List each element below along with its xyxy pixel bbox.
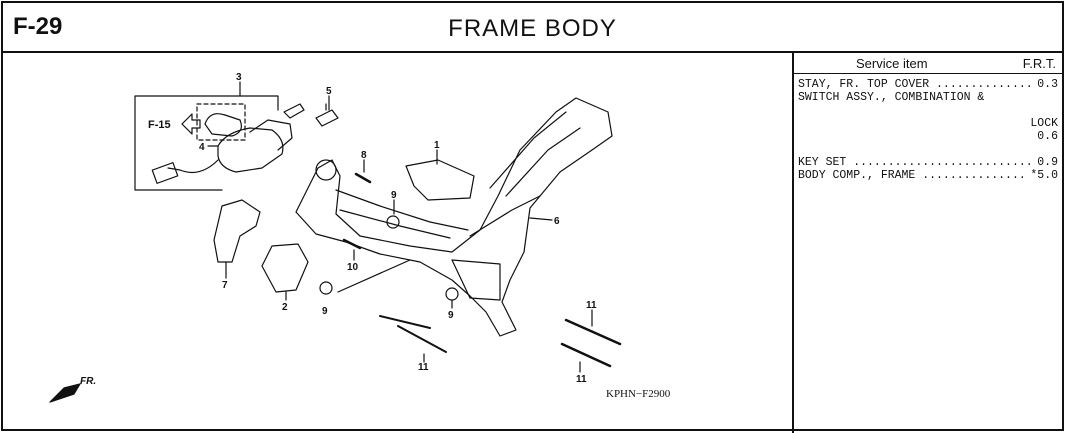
header-bar: F-29 FRAME BODY [3, 3, 1062, 53]
part-label: 11 [576, 374, 587, 385]
service-row: KEY SET 0.9 [798, 156, 1058, 169]
key-set [315, 103, 339, 127]
service-desc: KEY SET [798, 156, 1033, 169]
frame-cover [405, 159, 475, 201]
bolt-11 [379, 315, 447, 353]
part-label: 6 [554, 216, 560, 227]
part-label: 9 [391, 190, 397, 201]
arrow-ref-icon [181, 113, 201, 135]
service-row: STAY, FR. TOP COVER 0.3 [798, 78, 1058, 91]
part-label: 4 [199, 142, 205, 153]
page-title: FRAME BODY [448, 15, 617, 42]
bolt-8 [354, 172, 372, 184]
col-frt: F.R.T. [1022, 56, 1056, 71]
part-label: 11 [586, 300, 597, 311]
frame-bracket [451, 259, 501, 301]
bolt-11 [564, 318, 622, 346]
combination-switch [217, 127, 284, 173]
col-service-item: Service item [856, 56, 928, 71]
service-rows: STAY, FR. TOP COVER 0.3 SWITCH ASSY., CO… [794, 74, 1064, 182]
part-label: 5 [326, 86, 332, 97]
connector [151, 162, 179, 184]
service-frt: 0.9 [1037, 156, 1058, 169]
figure-code: KPHN−F2900 [606, 388, 671, 400]
frame-tubes [469, 111, 581, 237]
frame-pad [261, 243, 309, 293]
bolt-11 [560, 342, 612, 368]
section-code: F-29 [13, 13, 63, 40]
service-desc: BODY COMP., FRAME [798, 169, 1026, 182]
service-desc: STAY, FR. TOP COVER [798, 78, 1033, 91]
nut-9 [386, 215, 400, 229]
part-label: 2 [282, 302, 288, 313]
head-pipe [315, 159, 337, 181]
ref-label: F-15 [148, 119, 171, 131]
service-frt: 0.6 [1037, 130, 1058, 143]
part-label: 1 [434, 140, 440, 151]
leader-line [337, 259, 411, 293]
front-label: FR. [80, 376, 96, 387]
part-label: 11 [418, 362, 429, 373]
service-row: LOCK 0.6 [798, 104, 1058, 156]
stay-fr-top-cover [213, 199, 261, 263]
front-arrow-icon [49, 383, 81, 403]
service-frt [1054, 91, 1058, 104]
part-label: 3 [236, 72, 242, 83]
nut-9 [319, 281, 333, 295]
service-frt: 0.3 [1037, 78, 1058, 91]
service-item-panel: Service item F.R.T. STAY, FR. TOP COVER … [792, 53, 1064, 433]
bolt-10 [342, 238, 362, 250]
service-desc: LOCK [1030, 117, 1058, 130]
key-small [283, 103, 305, 119]
key-cylinder [204, 113, 242, 137]
service-row: BODY COMP., FRAME *5.0 [798, 169, 1058, 182]
part-label: 10 [347, 262, 359, 273]
nut-9 [445, 287, 459, 301]
switch-wire [167, 159, 219, 173]
part-label: 8 [361, 150, 367, 161]
assembly-bracket-line [134, 95, 279, 191]
leader-line [529, 217, 553, 221]
part-label: 7 [222, 280, 228, 291]
frame-rails [335, 189, 469, 239]
exploded-diagram: 3 5 F-15 4 1 8 9 6 10 7 2 9 9 11 11 11 F… [49, 72, 622, 403]
switch-top [249, 119, 293, 151]
service-desc: SWITCH ASSY., COMBINATION & [798, 91, 985, 104]
part-label: 9 [448, 310, 454, 321]
service-row: SWITCH ASSY., COMBINATION & [798, 91, 1058, 104]
frame-body-outline [295, 97, 613, 337]
dashed-detail-box [196, 103, 246, 141]
part-label: 9 [322, 306, 328, 317]
service-frt: *5.0 [1030, 169, 1058, 182]
service-table-header: Service item F.R.T. [794, 53, 1064, 74]
